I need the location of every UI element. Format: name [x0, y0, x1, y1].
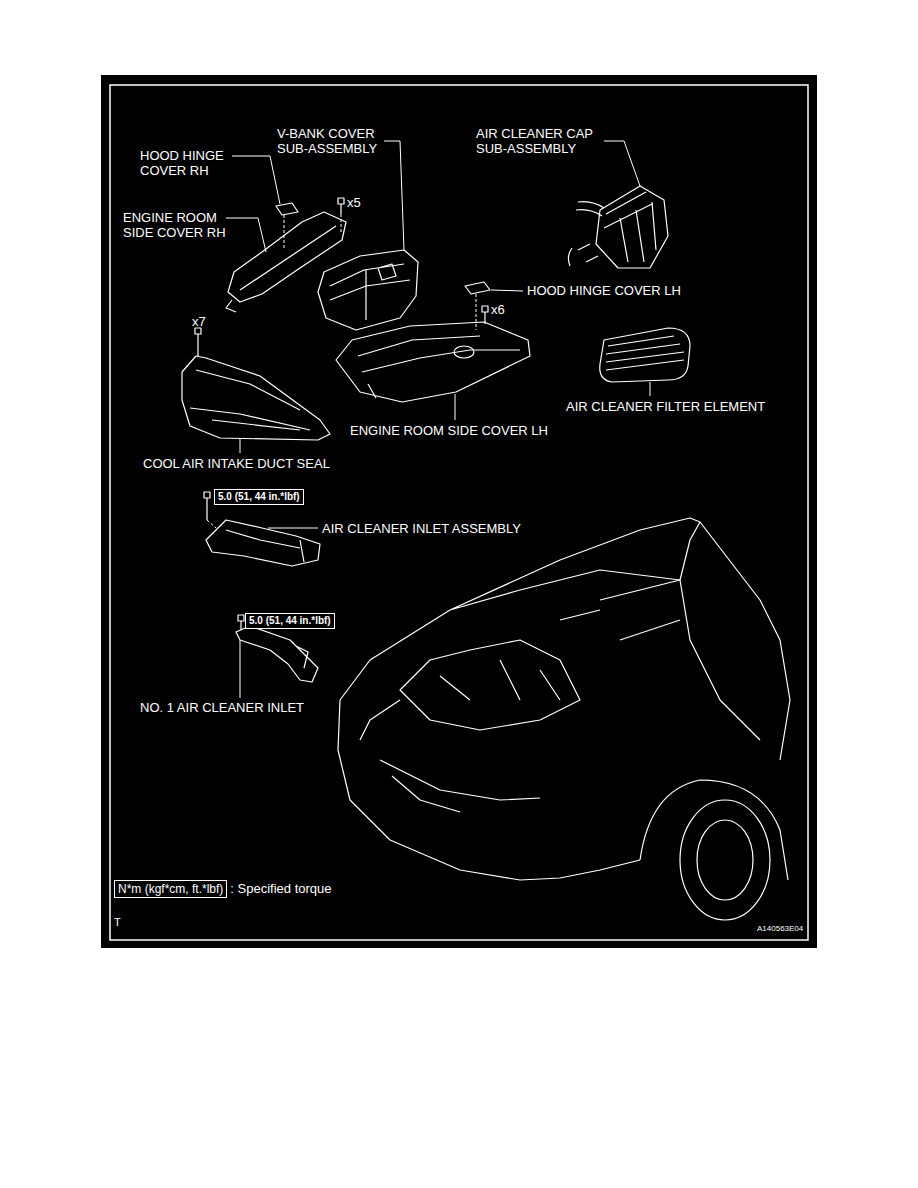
air-cleaner-hose [576, 202, 604, 216]
part-label: COOL AIR INTAKE DUCT SEAL [143, 456, 330, 471]
part-label: x7 [192, 314, 206, 329]
no1-air-cleaner-inlet [236, 626, 318, 682]
car-body [338, 518, 790, 880]
panel-border [110, 85, 808, 940]
part-label: HOOD HINGE COVER RH [140, 148, 235, 178]
bolt [195, 328, 201, 356]
part-label: AIR CLEANER FILTER ELEMENT [566, 399, 765, 414]
torque-value: N*m (kgf*cm, ft.*lbf) [114, 880, 227, 898]
cool-air-intake-duct-seal [182, 356, 330, 440]
legend-text: : Specified torque [230, 881, 331, 897]
v-bank-cover [318, 250, 418, 330]
leader-line [240, 438, 241, 453]
air-cleaner-clamp [568, 244, 598, 266]
part-label: T [114, 915, 121, 930]
part-label: AIR CLEANER INLET ASSEMBLY [322, 521, 521, 536]
dashed-line [476, 294, 477, 330]
leader-line [604, 141, 640, 186]
part-label: HOOD HINGE COVER LH [527, 283, 681, 298]
air-cleaner-filter-element [600, 328, 690, 382]
part-label: AIR CLEANER CAP SUB-ASSEMBLY [476, 126, 600, 156]
leader-line [455, 394, 456, 420]
leader-line [240, 640, 241, 698]
engine-room-side-cover-lh [336, 322, 530, 402]
cover-hole [454, 346, 474, 358]
bolt [238, 615, 244, 630]
part-label: V-BANK COVER SUB-ASSEMBLY [277, 126, 385, 156]
torque-box: 5.0 (51, 44 in.*lbf) [214, 486, 304, 505]
air-cleaner-inlet-assembly [206, 520, 320, 566]
hood-hinge-cover-rh [276, 203, 298, 215]
part-label: A140563E04 [757, 921, 803, 936]
air-cleaner-cap [596, 186, 668, 268]
leader-line [491, 290, 523, 291]
part-label: NO. 1 AIR CLEANER INLET [140, 700, 304, 715]
leader-line [650, 382, 651, 396]
car-wheel-arch [640, 780, 788, 880]
part-label: ENGINE ROOM SIDE COVER RH [123, 210, 231, 240]
bolt [482, 306, 488, 324]
bolt [204, 492, 210, 520]
torque-value: 5.0 (51, 44 in.*lbf) [245, 613, 335, 629]
panel-ground [101, 75, 817, 948]
car-grille [360, 700, 540, 812]
dashed-line [284, 215, 285, 250]
car-wheel [680, 800, 770, 920]
dashed-line [341, 214, 342, 232]
leader-line [232, 156, 280, 204]
part-label: ENGINE ROOM SIDE COVER LH [350, 423, 548, 438]
leader-line [226, 218, 266, 252]
hood-hinge-cover-lh [465, 282, 490, 294]
dashed-line [207, 520, 216, 528]
bolt [338, 198, 344, 214]
part-label: x6 [491, 302, 505, 317]
torque-box: 5.0 (51, 44 in.*lbf) [245, 610, 335, 629]
car-wheel-hub [697, 820, 753, 900]
engine-room-side-cover-rh [226, 212, 346, 312]
part-label: x5 [347, 195, 361, 210]
engine-bay [560, 580, 680, 640]
leader-line [384, 141, 404, 250]
torque-legend: N*m (kgf*cm, ft.*lbf): Specified torque [114, 879, 332, 898]
engine [400, 640, 580, 730]
torque-value: 5.0 (51, 44 in.*lbf) [214, 489, 304, 505]
leader-line [268, 528, 318, 529]
